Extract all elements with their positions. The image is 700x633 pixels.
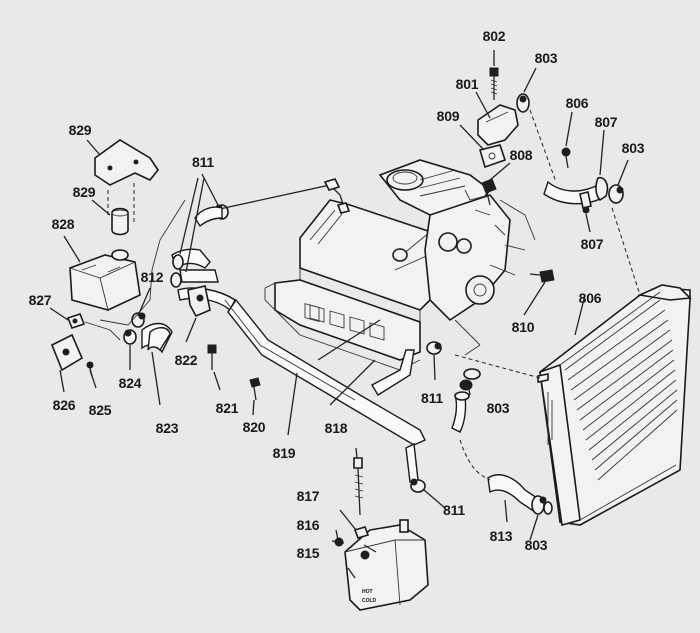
label-820: 821 [215,400,239,416]
label-825: 826 [52,397,76,413]
label-821: 822 [174,352,198,368]
label-813: 813 [489,528,513,544]
label-804: 806 [565,95,589,111]
label-811-mid: 811 [421,390,443,406]
upper-radiator-hose [543,147,624,214]
label-805: 807 [594,114,618,130]
engine-block [264,159,536,371]
label-812: 812 [140,269,164,285]
reservoir-hot-label: HOT [362,589,373,595]
leader-lines [49,50,641,579]
label-827: 828 [51,216,75,232]
label-817: 818 [324,420,348,436]
water-pump-hose [451,368,481,433]
label-824: 825 [88,402,112,418]
label-802: 802 [482,28,506,44]
label-818: 819 [272,445,296,461]
label-826: 827 [28,292,52,308]
label-801: 801 [455,76,479,92]
label-823: 824 [118,375,142,391]
label-803-bottom: 803 [524,537,548,553]
label-808: 808 [509,147,533,163]
lower-radiator-hose [487,474,553,515]
label-803-right: 803 [621,140,645,156]
thermostat-housing [477,67,530,206]
label-814: 815 [296,545,320,561]
mounting-bolts [207,344,261,401]
reservoir-cold-label: COLD [362,598,377,604]
hose-bracket [187,285,211,318]
label-811-top: 811 [192,154,214,170]
label-816: 817 [296,488,320,504]
label-819: 820 [242,419,266,435]
drain-fitting [529,269,555,283]
label-803-mid: 803 [486,400,510,416]
label-811-low: 811 [443,502,465,518]
label-828: 829 [72,184,96,200]
label-803-top: 803 [534,50,558,66]
overflow-tank-assembly [50,139,186,377]
label-809: 809 [436,108,460,124]
label-810: 810 [511,319,535,335]
label-807: 807 [580,236,604,252]
radiator [537,284,692,527]
label-822: 823 [155,420,179,436]
label-806: 806 [578,290,602,306]
label-815: 816 [296,517,320,533]
label-829: 829 [68,122,92,138]
